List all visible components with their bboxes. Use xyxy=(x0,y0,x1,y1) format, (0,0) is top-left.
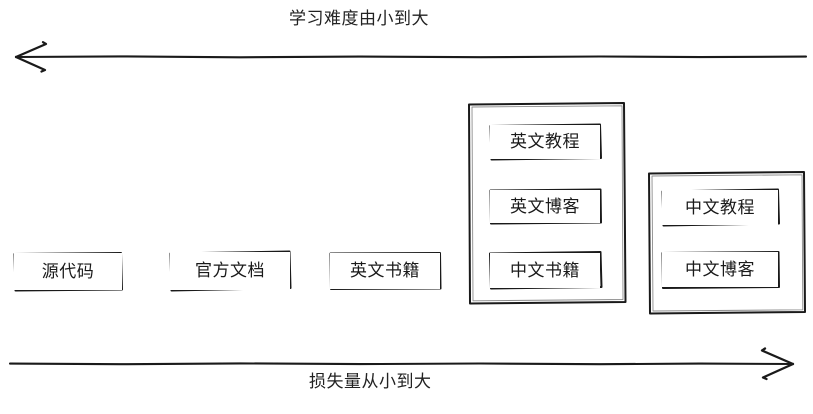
node-chinese-books[interactable]: 中文书籍 xyxy=(490,253,600,288)
loss-axis-label: 损失量从小到大 xyxy=(309,372,432,392)
difficulty-axis-label: 学习难度由小到大 xyxy=(289,9,429,29)
node-chinese-blogs-label: 中文博客 xyxy=(685,259,755,280)
node-english-books-label: 英文书籍 xyxy=(350,261,420,281)
node-official-docs[interactable]: 官方文档 xyxy=(170,252,290,290)
node-english-tutorials-label: 英文教程 xyxy=(510,132,580,152)
node-chinese-books-label: 中文书籍 xyxy=(510,260,580,281)
node-english-blogs-label: 英文博客 xyxy=(510,196,580,217)
difficulty-arrowhead-icon xyxy=(14,41,48,73)
difficulty-axis-line xyxy=(14,55,808,59)
node-english-tutorials[interactable]: 英文教程 xyxy=(490,125,600,159)
node-source-code-label: 源代码 xyxy=(41,261,95,282)
loss-arrowhead-icon xyxy=(760,347,795,381)
group-english[interactable]: 英文教程 英文博客 中文书籍 xyxy=(468,103,625,303)
loss-axis-line xyxy=(8,362,795,366)
node-english-blogs[interactable]: 英文博客 xyxy=(490,190,600,223)
group-chinese[interactable]: 中文教程 中文博客 xyxy=(648,172,805,313)
node-official-docs-label: 官方文档 xyxy=(195,261,265,281)
node-chinese-tutorials-label: 中文教程 xyxy=(685,197,755,218)
difficulty-axis xyxy=(14,41,808,73)
node-chinese-tutorials[interactable]: 中文教程 xyxy=(662,190,778,225)
node-english-books[interactable]: 英文书籍 xyxy=(330,253,440,289)
node-source-code[interactable]: 源代码 xyxy=(14,253,122,290)
loss-axis xyxy=(8,347,795,381)
node-chinese-blogs[interactable]: 中文博客 xyxy=(662,252,778,287)
